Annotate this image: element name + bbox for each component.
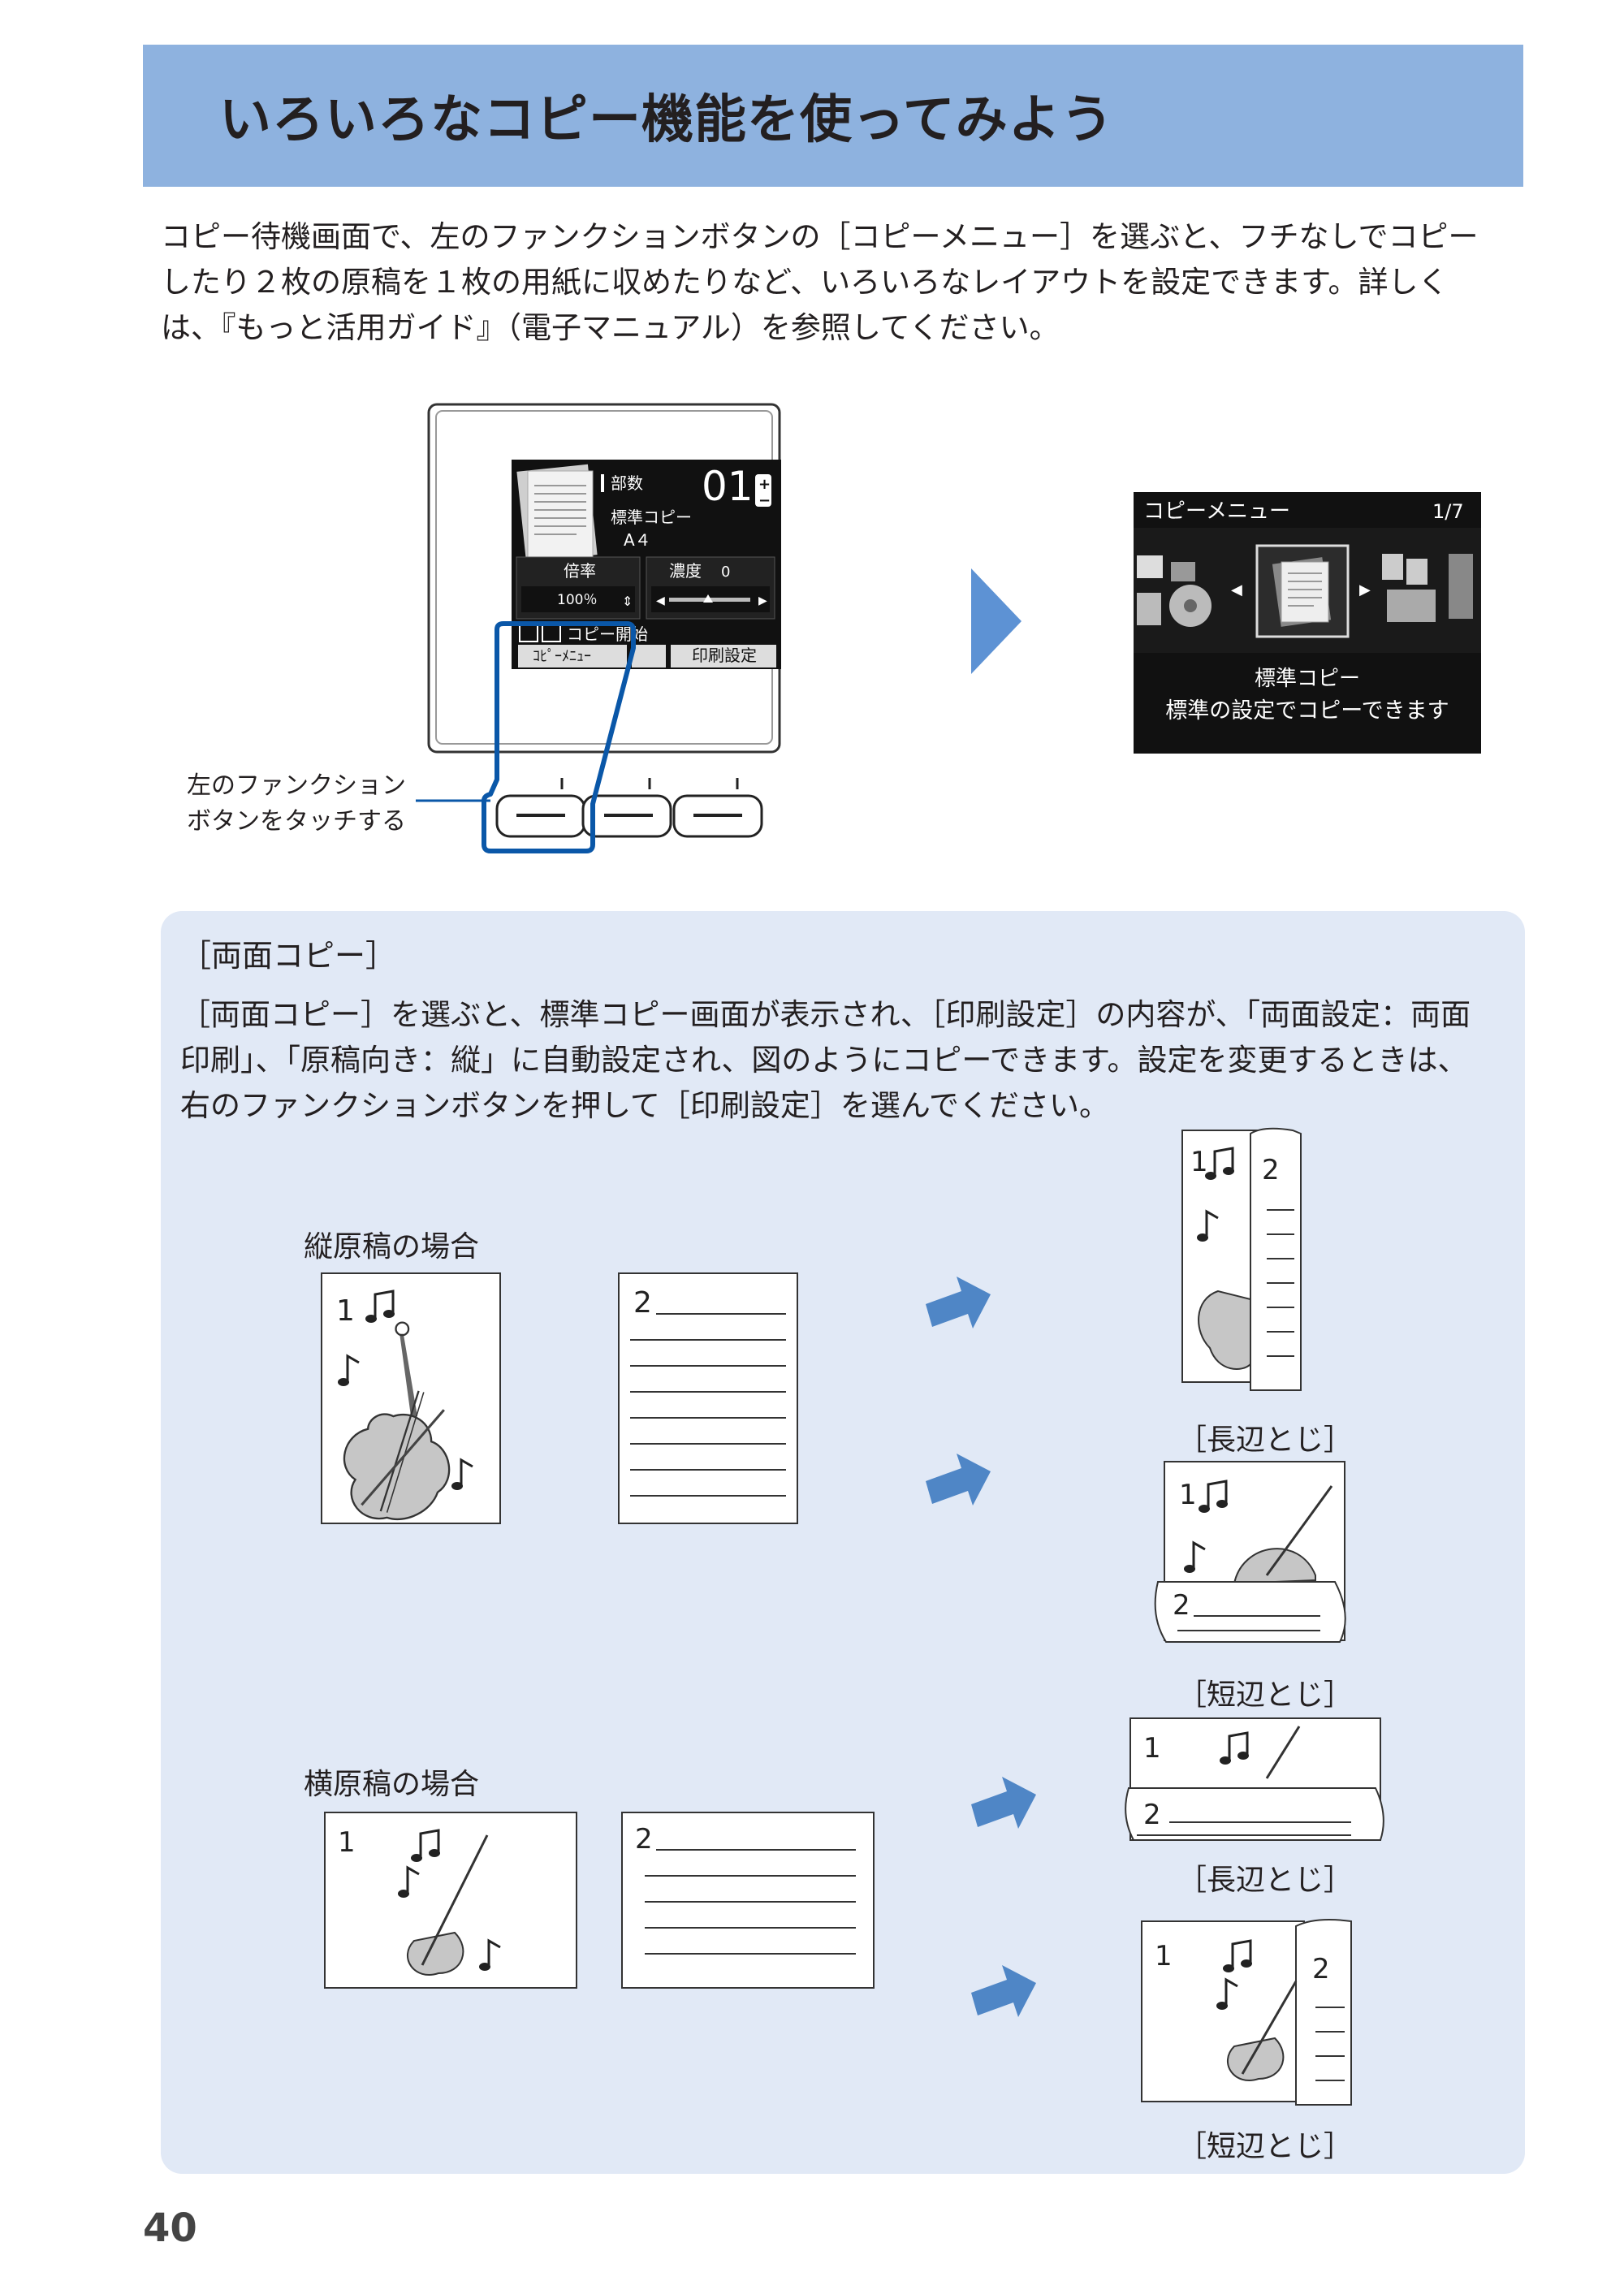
l-short-2: 2 [1312,1953,1330,1985]
title-bar [143,45,1523,187]
landscape-page-2 [621,1812,875,1989]
copy-mode: 標準コピー [611,508,692,527]
svg-text:▶: ▶ [758,594,767,607]
landscape-page-2-number: 2 [635,1823,653,1856]
document-icon [516,464,598,563]
duplex-body-line: 右のファンクションボタンを押して［印刷設定］を選んでください。 [180,1088,1110,1123]
density-value: 0 [721,564,730,581]
callout-line2: ボタンをタッチする [187,807,406,836]
l-short-1: 1 [1155,1940,1173,1972]
density-label: 濃度 [669,561,702,581]
caption-landscape-short-edge: ［短辺とじ］ [1177,2130,1354,2163]
copy-menu-screen: コピーメニュー 1/7 ◀ ▶ 標準コピー 標準の設定でコピーできます [1134,492,1481,754]
intro-line: コピー待機画面で、左のファンクションボタンの［コピーメニュー］を選ぶと、フチなし… [161,219,1479,254]
copy-menu-page: 1/7 [1432,500,1464,523]
copy-menu-title: コピーメニュー [1143,499,1290,524]
svg-text:▶: ▶ [1359,581,1371,598]
svg-text:−: − [758,492,771,509]
svg-text:◀: ◀ [656,594,665,607]
printer-panel-illustration: 部数 01 + − 標準コピー A４ 倍率 100％ ⇕ 濃度 0 ◀ ▶ コピ… [416,403,781,853]
svg-text:+: + [758,476,771,493]
caption-landscape-long-edge: ［長辺とじ］ [1177,1864,1354,1897]
intro-line: したり２枚の原稿を１枚の用紙に収めたりなど、いろいろなレイアウトを設定できます。… [161,265,1449,300]
duplex-body-line: 印刷」、「原稿向き：縦」に自動設定され、図のようにコピーできます。設定を変更する… [180,1043,1468,1078]
p-short-2: 2 [1173,1589,1190,1622]
portrait-page-2 [618,1272,798,1524]
duplex-heading: ［両面コピー］ [180,938,397,974]
fn-copy-menu-label: ｺﾋﾟｰﾒﾆｭｰ [533,648,591,665]
intro-line: は、『もっと活用ガイド』（電子マニュアル）を参照してください。 [161,310,1060,345]
page-number: 40 [143,2205,197,2251]
svg-text:◀: ◀ [1231,581,1242,598]
caption-portrait-short-edge: ［短辺とじ］ [1177,1678,1354,1712]
landscape-original-label: 横原稿の場合 [304,1768,480,1801]
portrait-original-label: 縦原稿の場合 [304,1230,480,1264]
page-title: いろいろなコピー機能を使ってみよう [219,90,1114,150]
l-long-1: 1 [1143,1732,1161,1765]
paper-size: A４ [624,530,651,550]
landscape-page-1-number: 1 [338,1826,356,1859]
fn-print-settings-label: 印刷設定 [692,646,757,665]
svg-text:⇕: ⇕ [622,594,633,609]
intro-paragraph: コピー待機画面で、左のファンクションボタンの［コピーメニュー］を選ぶと、フチなし… [161,214,1541,351]
next-arrow-icon [971,568,1021,674]
caption-portrait-long-edge: ［長辺とじ］ [1177,1423,1354,1457]
scale-value: 100％ [557,592,597,608]
callout-line1: 左のファンクション [187,771,406,800]
portrait-page-2-number: 2 [633,1286,652,1320]
copy-menu-item-desc: 標準の設定でコピーできます [1165,698,1449,724]
duplex-body-line: ［両面コピー］を選ぶと、標準コピー画面が表示され、［印刷設定］の内容が、「両面設… [180,997,1471,1032]
p-short-1: 1 [1179,1479,1197,1511]
duplex-body: ［両面コピー］を選ぶと、標準コピー画面が表示され、［印刷設定］の内容が、「両面設… [180,992,1512,1129]
copies-value: 01 [702,463,754,510]
scale-label: 倍率 [564,561,596,581]
portrait-page-1-number: 1 [336,1294,355,1328]
copies-label: 部数 [611,473,643,493]
l-long-2: 2 [1143,1799,1161,1831]
p-long-2: 2 [1262,1154,1280,1186]
p-long-1: 1 [1190,1146,1208,1178]
copy-menu-item-name: 標準コピー [1255,667,1360,691]
